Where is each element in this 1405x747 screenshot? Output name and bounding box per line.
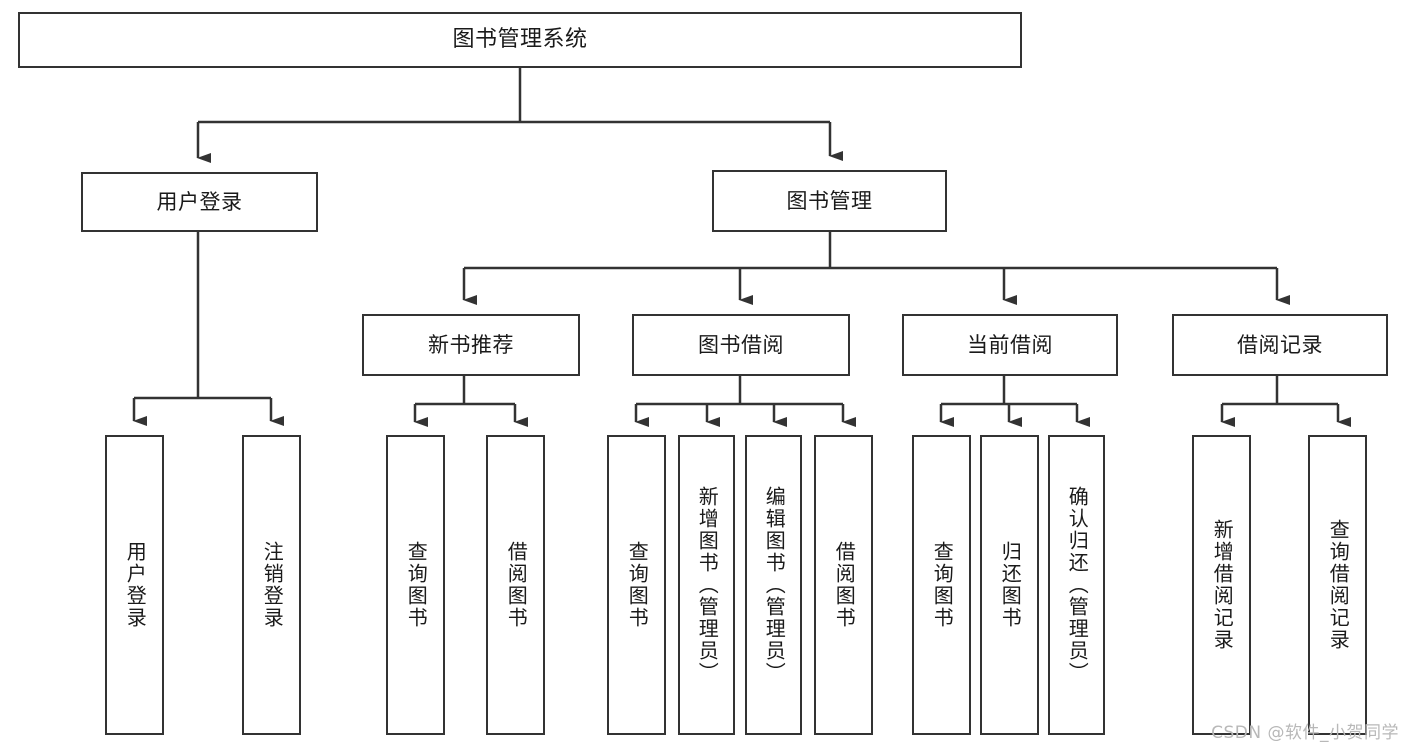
node-label: 用户登录	[156, 189, 243, 214]
node-label: 图书管理系统	[452, 27, 588, 53]
node-leaf-query-borrow-record[interactable]: 查询借阅记录	[1308, 435, 1367, 735]
node-leaf-add-book-admin[interactable]: 新增图书（管理员）	[678, 435, 735, 735]
node-label: 确认归还（管理员）	[1065, 486, 1090, 684]
node-book-borrowing[interactable]: 图书借阅	[632, 314, 850, 376]
node-leaf-borrow-books-recommend[interactable]: 借阅图书	[486, 435, 545, 735]
node-leaf-user-login[interactable]: 用户登录	[105, 435, 164, 735]
node-label: 归还图书	[998, 541, 1023, 629]
node-leaf-logout[interactable]: 注销登录	[242, 435, 301, 735]
node-label: 借阅记录	[1237, 332, 1323, 357]
node-label: 查询图书	[404, 541, 429, 629]
node-leaf-query-books-current[interactable]: 查询图书	[912, 435, 971, 735]
node-label: 查询图书	[930, 541, 955, 629]
node-label: 图书借阅	[698, 332, 784, 357]
node-current-borrowing[interactable]: 当前借阅	[902, 314, 1118, 376]
node-borrowing-record[interactable]: 借阅记录	[1172, 314, 1388, 376]
node-leaf-add-borrow-record[interactable]: 新增借阅记录	[1192, 435, 1251, 735]
node-label: 借阅图书	[832, 541, 857, 629]
node-root-book-management-system[interactable]: 图书管理系统	[18, 12, 1022, 68]
node-leaf-edit-book-admin[interactable]: 编辑图书（管理员）	[745, 435, 802, 735]
node-user-login[interactable]: 用户登录	[81, 172, 318, 232]
node-leaf-query-books-recommend[interactable]: 查询图书	[386, 435, 445, 735]
node-leaf-confirm-return-admin[interactable]: 确认归还（管理员）	[1048, 435, 1105, 735]
node-leaf-borrow-books[interactable]: 借阅图书	[814, 435, 873, 735]
node-book-management[interactable]: 图书管理	[712, 170, 947, 232]
node-label: 查询借阅记录	[1326, 519, 1351, 651]
node-label: 用户登录	[123, 541, 148, 629]
node-label: 新书推荐	[428, 332, 514, 357]
node-label: 编辑图书（管理员）	[762, 486, 787, 684]
csdn-watermark: CSDN @软件_小贺同学	[1211, 723, 1399, 743]
node-label: 当前借阅	[967, 332, 1053, 357]
node-leaf-return-books[interactable]: 归还图书	[980, 435, 1039, 735]
node-label: 注销登录	[260, 541, 285, 629]
node-new-book-recommendation[interactable]: 新书推荐	[362, 314, 580, 376]
node-label: 新增图书（管理员）	[695, 486, 720, 684]
node-label: 新增借阅记录	[1210, 519, 1235, 651]
node-leaf-query-books-borrow[interactable]: 查询图书	[607, 435, 666, 735]
node-label: 图书管理	[786, 188, 873, 213]
node-label: 查询图书	[625, 541, 650, 629]
node-label: 借阅图书	[504, 541, 529, 629]
